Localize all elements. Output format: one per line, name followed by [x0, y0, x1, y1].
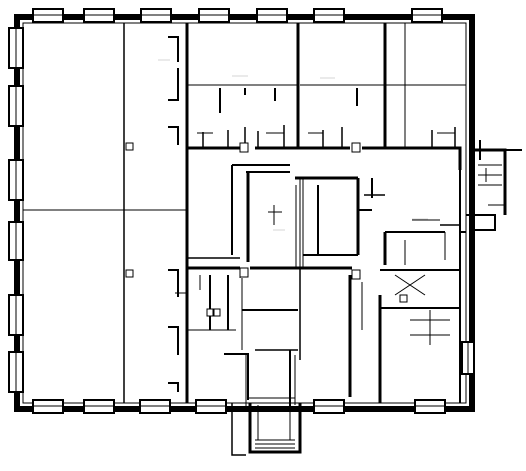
column	[125, 142, 134, 151]
small-rooms	[175, 275, 298, 331]
entrance-vestibule	[224, 349, 302, 456]
faint-annotations	[158, 59, 428, 231]
mid-corridor	[187, 257, 361, 360]
upper-rooms	[187, 23, 466, 148]
central-corridor	[187, 125, 462, 170]
column	[125, 269, 134, 278]
door-stubs	[168, 36, 179, 392]
outer-wall	[14, 14, 475, 412]
right-service-block	[412, 140, 522, 233]
inner-wall-line	[22, 22, 467, 404]
outer-walls	[14, 14, 475, 412]
left-hall	[23, 23, 189, 403]
central-stair	[231, 164, 385, 268]
lower-right-rooms	[348, 231, 461, 403]
